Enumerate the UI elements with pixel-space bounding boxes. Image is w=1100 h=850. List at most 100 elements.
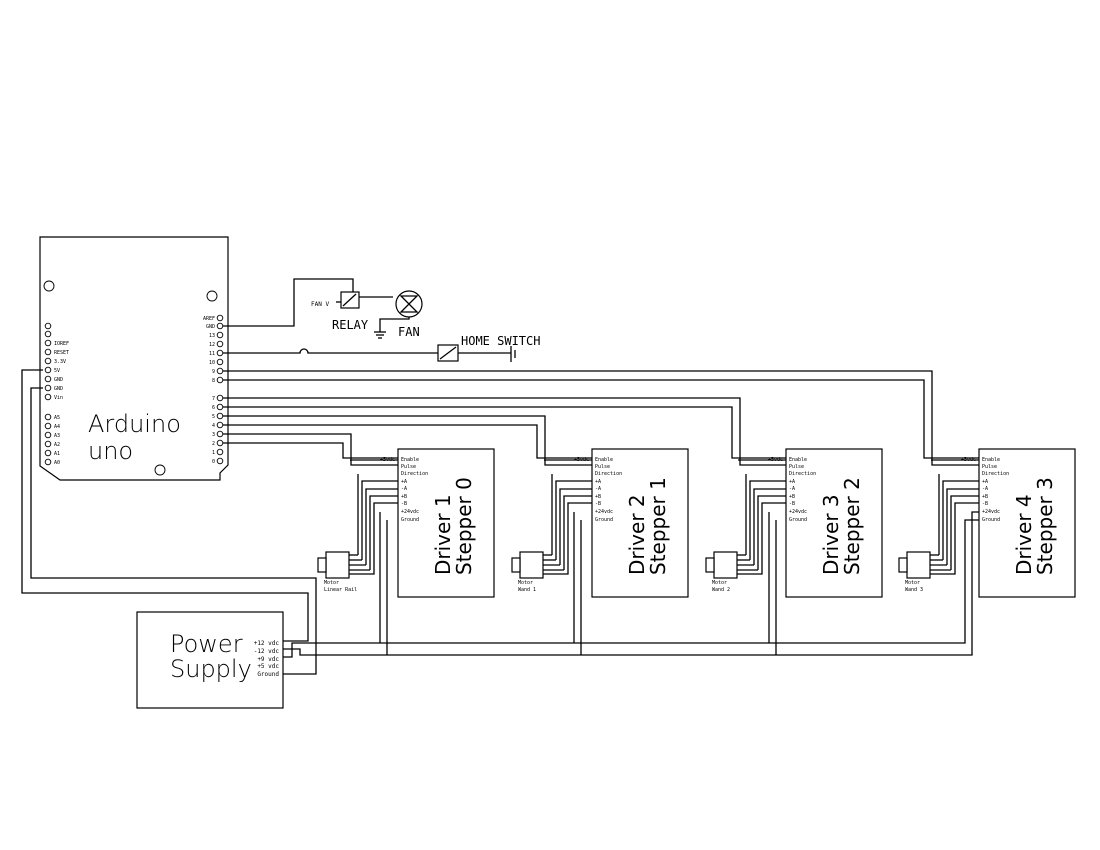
svg-text:A2: A2 (54, 442, 60, 448)
svg-text:0: 0 (212, 459, 215, 465)
svg-text:Motor: Motor (905, 580, 920, 586)
svg-text:Motor: Motor (324, 580, 339, 586)
relay-label: RELAY (332, 318, 369, 332)
svg-text:A1: A1 (54, 451, 60, 457)
power-supply-subtitle: Supply (170, 655, 252, 683)
arduino-power-wires (21, 369, 317, 675)
svg-text:9: 9 (212, 369, 215, 375)
svg-text:13: 13 (209, 333, 215, 339)
arduino-right-header-top: AREF GND 13 12 11 10 9 8 (203, 314, 224, 384)
svg-text:Ground: Ground (789, 517, 807, 523)
svg-text:7: 7 (212, 396, 215, 402)
driver-module-2: +5vdc Enable Pulse Direction +A -A +B -B… (511, 448, 689, 598)
svg-text:AREF: AREF (203, 316, 215, 322)
svg-text:Wand 2: Wand 2 (712, 587, 730, 593)
fan-relay-circuit: FAN V RELAY FAN (223, 278, 423, 339)
svg-text:Vin: Vin (54, 395, 63, 401)
svg-text:5: 5 (212, 414, 215, 420)
svg-text:6: 6 (212, 405, 215, 411)
home-switch-label: HOME SWITCH (461, 334, 540, 348)
svg-text:+A: +A (595, 479, 601, 485)
arduino-subtitle: uno (88, 437, 133, 465)
svg-text:+24vdc: +24vdc (401, 509, 419, 515)
svg-text:GND: GND (54, 377, 63, 383)
signal-bus-wires (223, 370, 979, 466)
svg-text:Stepper 3: Stepper 3 (1033, 477, 1057, 575)
svg-text:IOREF: IOREF (54, 341, 69, 347)
svg-text:Wand 3: Wand 3 (905, 587, 923, 593)
svg-text:Pulse: Pulse (789, 464, 804, 470)
svg-text:Pulse: Pulse (401, 464, 416, 470)
svg-text:Pulse: Pulse (982, 464, 997, 470)
power-bus-wires (283, 511, 979, 658)
svg-text:A0: A0 (54, 460, 60, 466)
svg-text:Driver 1: Driver 1 (431, 494, 455, 575)
driver-module-3: +5vdc Enable Pulse Direction +A -A +B -B… (705, 448, 883, 598)
svg-text:-A: -A (789, 486, 795, 492)
svg-text:Enable: Enable (401, 457, 419, 463)
svg-text:Ground: Ground (401, 517, 419, 523)
power-supply-title: Power (170, 630, 243, 658)
svg-text:-B: -B (595, 501, 601, 507)
svg-text:Wand 1: Wand 1 (518, 587, 536, 593)
arduino-left-header: IOREF RESET 3.3V 5V GND GND Vin (44, 322, 69, 401)
arduino-title: Arduino (88, 410, 181, 438)
svg-text:+A: +A (789, 479, 795, 485)
arduino-board: Arduino uno IOREF RESET 3.3V 5V GND GND … (39, 236, 229, 481)
svg-text:+12 vdc: +12 vdc (254, 640, 280, 647)
arduino-right-header-bottom: 7 6 5 4 3 2 1 0 (212, 394, 224, 465)
svg-text:11: 11 (209, 351, 215, 357)
svg-text:+B: +B (595, 494, 601, 500)
svg-text:1: 1 (212, 450, 215, 456)
svg-text:5V: 5V (54, 368, 60, 374)
svg-text:-A: -A (401, 486, 407, 492)
svg-text:12: 12 (209, 342, 215, 348)
svg-text:-A: -A (982, 486, 988, 492)
svg-text:RESET: RESET (54, 350, 69, 356)
svg-text:Direction: Direction (789, 471, 816, 477)
svg-text:Motor: Motor (518, 580, 533, 586)
svg-text:Ground: Ground (595, 517, 613, 523)
arduino-analog-header: A5 A4 A3 A2 A1 A0 (44, 413, 60, 466)
fan-v-label: FAN V (311, 301, 329, 308)
svg-text:Enable: Enable (789, 457, 807, 463)
svg-text:GND: GND (206, 324, 215, 330)
svg-text:A5: A5 (54, 415, 60, 421)
svg-text:8: 8 (212, 378, 215, 384)
svg-text:-A: -A (595, 486, 601, 492)
driver-module-1: +5vdc Enable Pulse Direction +A -A +B -B… (317, 448, 495, 598)
svg-text:+B: +B (789, 494, 795, 500)
svg-text:Pulse: Pulse (595, 464, 610, 470)
svg-text:Enable: Enable (982, 457, 1000, 463)
svg-text:10: 10 (209, 360, 215, 366)
svg-text:Direction: Direction (401, 471, 428, 477)
svg-text:Ground: Ground (257, 671, 279, 678)
svg-text:+B: +B (401, 494, 407, 500)
svg-text:Driver 4: Driver 4 (1012, 494, 1036, 575)
svg-text:Stepper 1: Stepper 1 (646, 477, 670, 575)
svg-text:-B: -B (982, 501, 988, 507)
svg-text:-12 vdc: -12 vdc (254, 648, 280, 655)
svg-text:Ground: Ground (982, 517, 1000, 523)
svg-text:3.3V: 3.3V (54, 359, 66, 365)
svg-text:4: 4 (212, 423, 215, 429)
svg-text:+A: +A (982, 479, 988, 485)
svg-text:A4: A4 (54, 424, 60, 430)
svg-text:2: 2 (212, 441, 215, 447)
svg-text:+24vdc: +24vdc (595, 509, 613, 515)
svg-text:Stepper 2: Stepper 2 (840, 477, 864, 575)
svg-text:+A: +A (401, 479, 407, 485)
svg-text:Stepper 0: Stepper 0 (452, 477, 476, 575)
power-supply: Power Supply +12 vdc -12 vdc +9 vdc +5 v… (136, 611, 284, 709)
svg-text:Driver 3: Driver 3 (819, 494, 843, 575)
svg-text:Enable: Enable (595, 457, 613, 463)
svg-text:+24vdc: +24vdc (789, 509, 807, 515)
svg-text:+5 vdc: +5 vdc (257, 663, 279, 670)
svg-text:+B: +B (982, 494, 988, 500)
svg-text:Direction: Direction (595, 471, 622, 477)
svg-text:3: 3 (212, 432, 215, 438)
svg-text:+24vdc: +24vdc (982, 509, 1000, 515)
svg-text:Direction: Direction (982, 471, 1009, 477)
svg-text:Linear Rail: Linear Rail (324, 587, 357, 593)
